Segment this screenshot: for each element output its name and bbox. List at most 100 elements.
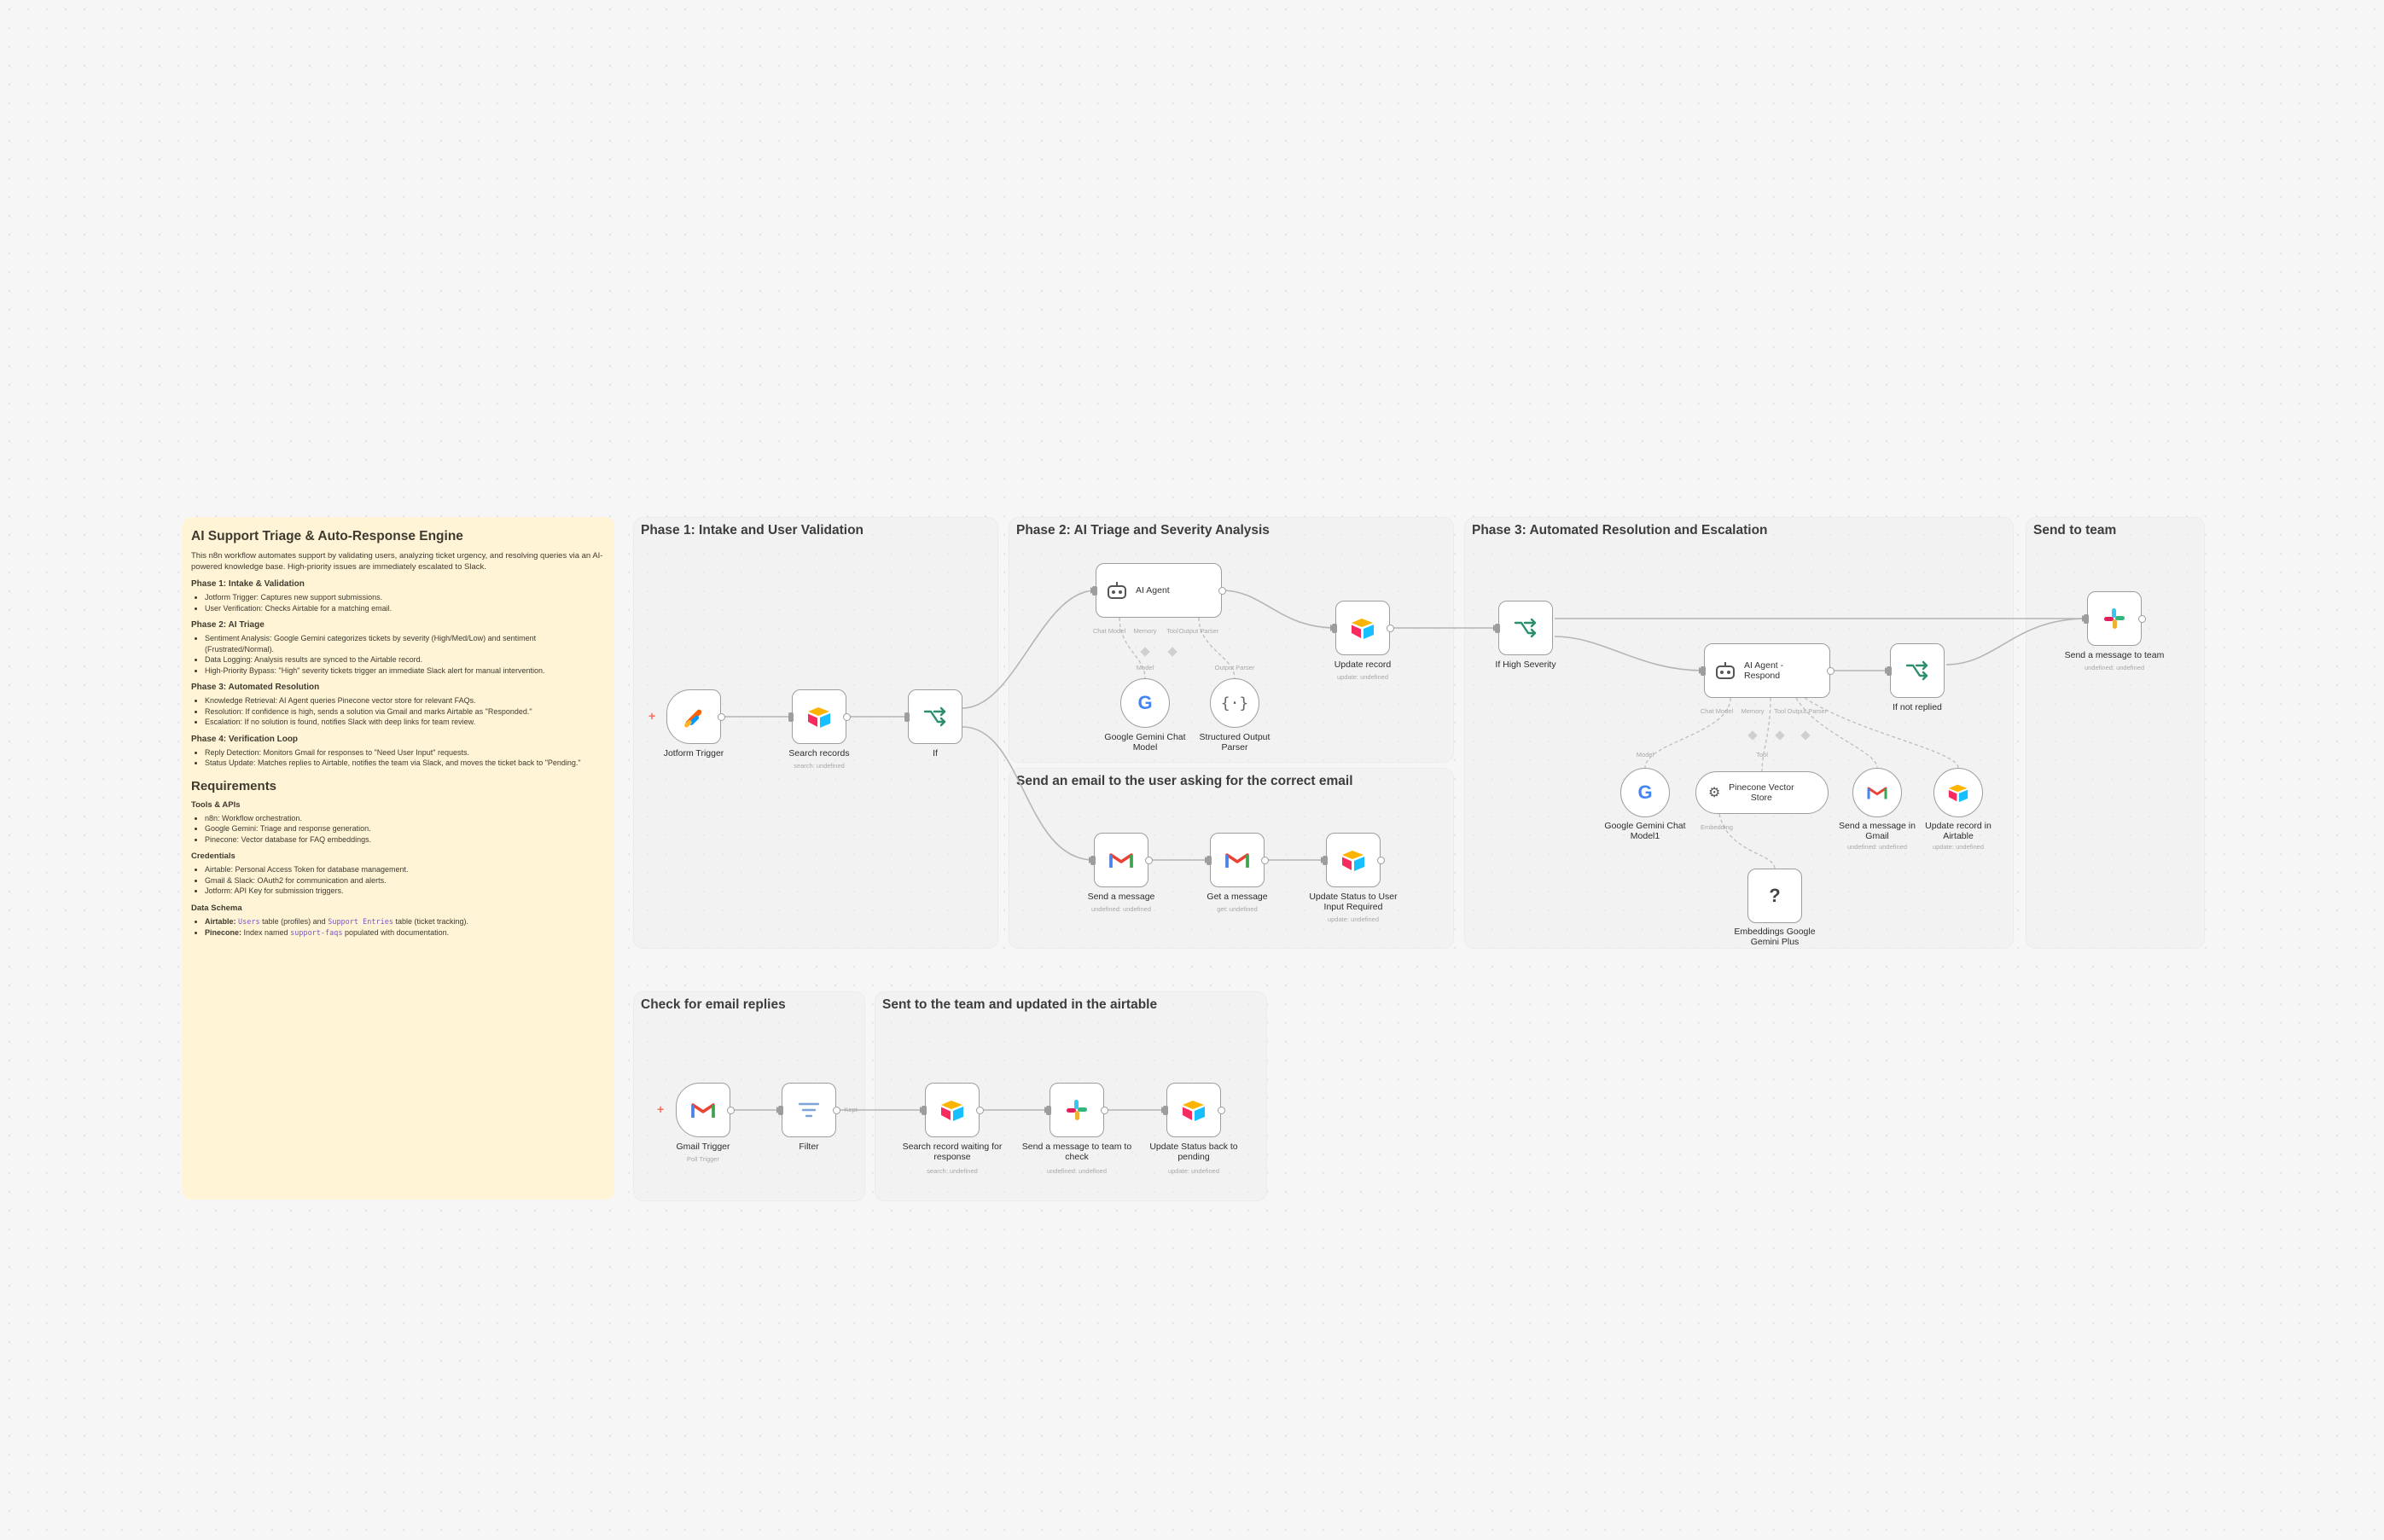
add-trigger-icon[interactable]: + (648, 709, 656, 723)
input-port[interactable] (2084, 613, 2089, 624)
braces-icon: {·} (1220, 694, 1249, 712)
output-port[interactable] (718, 712, 725, 721)
output-port[interactable] (1218, 1106, 1225, 1114)
update-record-airtable-node[interactable] (1933, 768, 1983, 817)
list-item: n8n: Workflow orchestration. (205, 813, 606, 824)
port-label: Output Parser (1178, 627, 1219, 635)
if-not-replied-node[interactable] (1887, 643, 1945, 698)
node-subtitle: update: undefined (1167, 1167, 1220, 1175)
send-message-team-node[interactable] (2084, 591, 2146, 646)
robot-icon (1108, 582, 1126, 599)
airtable-icon (1948, 784, 1968, 803)
gmail-icon (691, 1103, 715, 1118)
node-label: Embeddings Google Gemini Plus (1734, 927, 1816, 947)
search-record-waiting-node[interactable] (922, 1083, 984, 1137)
node-subtitle: get: undefined (1217, 905, 1258, 913)
ai-agent-respond-node[interactable]: AI Agent - Respond (1701, 643, 1835, 698)
group-send-team[interactable]: Send to team (2026, 517, 2205, 949)
send-message-node[interactable] (1090, 833, 1153, 887)
node-label: Structured Output Parser (1199, 732, 1270, 753)
update-status-pending-node[interactable] (1163, 1083, 1225, 1137)
input-port[interactable] (922, 1105, 927, 1115)
update-record-node[interactable] (1332, 601, 1394, 655)
input-port[interactable] (1090, 855, 1096, 865)
ai-agent-node[interactable]: AI Agent (1092, 563, 1226, 618)
output-port[interactable] (1101, 1106, 1108, 1114)
input-port[interactable] (1323, 855, 1328, 865)
group-title: Phase 2: AI Triage and Severity Analysis (1016, 523, 1270, 538)
update-status-user-input-node[interactable] (1323, 833, 1385, 887)
node-title: Pinecone Vector Store (1729, 782, 1794, 803)
node-title: AI Agent - Respond (1744, 660, 1784, 681)
jotform-trigger-node[interactable] (666, 689, 725, 744)
send-message-team-check-node[interactable] (1046, 1083, 1108, 1137)
input-port[interactable] (1163, 1105, 1168, 1115)
airtable-icon (1352, 619, 1374, 639)
sticky-note[interactable]: AI Support Triage & Auto-Response Engine… (183, 517, 614, 1200)
gmail-trigger-node[interactable] (676, 1083, 735, 1137)
add-trigger-icon[interactable]: + (657, 1102, 665, 1116)
google-icon: G (1637, 782, 1653, 803)
list-item: Jotform Trigger: Captures new support su… (205, 592, 606, 603)
gemini-chat-model1-node[interactable]: G (1620, 768, 1670, 817)
sticky-schema-list: Airtable: Users table (profiles) and Sup… (191, 916, 606, 939)
node-subtitle: undefined: undefined (1090, 905, 1152, 913)
airtable-icon (1342, 851, 1364, 871)
node-label: If (933, 748, 938, 758)
port-label: Tool (1774, 707, 1786, 715)
list-item: Gmail & Slack: OAuth2 for communication … (205, 875, 606, 886)
output-port[interactable] (833, 1106, 840, 1114)
output-port[interactable] (976, 1106, 984, 1114)
output-port[interactable] (1377, 856, 1385, 864)
input-port[interactable] (1887, 665, 1892, 676)
output-port[interactable] (1387, 624, 1394, 632)
input-port[interactable] (1046, 1105, 1051, 1115)
wire-dashed (1761, 697, 1771, 772)
input-port[interactable] (788, 712, 794, 722)
list-item: Sentiment Analysis: Google Gemini catego… (205, 633, 606, 654)
input-port[interactable] (904, 712, 910, 722)
structured-output-parser-node[interactable]: {·} (1210, 678, 1259, 728)
input-port[interactable] (1495, 623, 1500, 633)
if-node[interactable] (904, 689, 962, 744)
send-message-gmail-node[interactable] (1852, 768, 1902, 817)
node-subtitle: undefined: undefined (1046, 1167, 1108, 1175)
sticky-phase4-title: Phase 4: Verification Loop (191, 734, 299, 744)
node-label: Update Status back to pending (1149, 1142, 1238, 1162)
node-label: Search record waiting for response (902, 1142, 1003, 1162)
if-high-severity-node[interactable] (1495, 601, 1553, 655)
output-port[interactable] (1145, 856, 1153, 864)
node-label: If not replied (1893, 702, 1942, 712)
list-item: Pinecone: Index named support-faqs popul… (205, 927, 606, 939)
output-port[interactable] (727, 1106, 735, 1114)
input-port[interactable] (778, 1105, 783, 1115)
input-port[interactable] (1207, 855, 1212, 865)
airtable-icon (941, 1101, 963, 1121)
node-label: Search records (788, 748, 850, 758)
sticky-credentials-list: Airtable: Personal Access Token for data… (191, 864, 606, 897)
robot-icon (1716, 662, 1735, 679)
gmail-icon (1867, 787, 1887, 799)
embeddings-gemini-node[interactable]: ? (1747, 869, 1802, 923)
if-branch-icon (1905, 660, 1928, 681)
input-port[interactable] (1092, 585, 1097, 596)
node-title: AI Agent (1136, 585, 1170, 596)
list-item: Reply Detection: Monitors Gmail for resp… (205, 747, 606, 758)
output-port[interactable] (1218, 586, 1226, 595)
node-subtitle: update: undefined (1932, 843, 1985, 851)
search-records-node[interactable] (788, 689, 851, 744)
output-port[interactable] (1827, 666, 1835, 675)
gemini-chat-model-node[interactable]: G (1120, 678, 1170, 728)
input-port[interactable] (1332, 623, 1337, 633)
group-title: Sent to the team and updated in the airt… (882, 997, 1158, 1012)
output-port[interactable] (1261, 856, 1269, 864)
group-phase3[interactable]: Phase 3: Automated Resolution and Escala… (1464, 517, 2014, 949)
get-message-node[interactable] (1207, 833, 1269, 887)
node-label: Update record in Airtable (1925, 821, 1992, 841)
filter-node[interactable] (778, 1083, 840, 1137)
output-port[interactable] (2138, 614, 2146, 623)
input-port[interactable] (1701, 665, 1706, 676)
pinecone-vector-store-node[interactable]: ⚙ Pinecone Vector Store (1695, 771, 1829, 814)
output-port[interactable] (843, 712, 851, 721)
port-label: Output Parser (1787, 707, 1828, 715)
